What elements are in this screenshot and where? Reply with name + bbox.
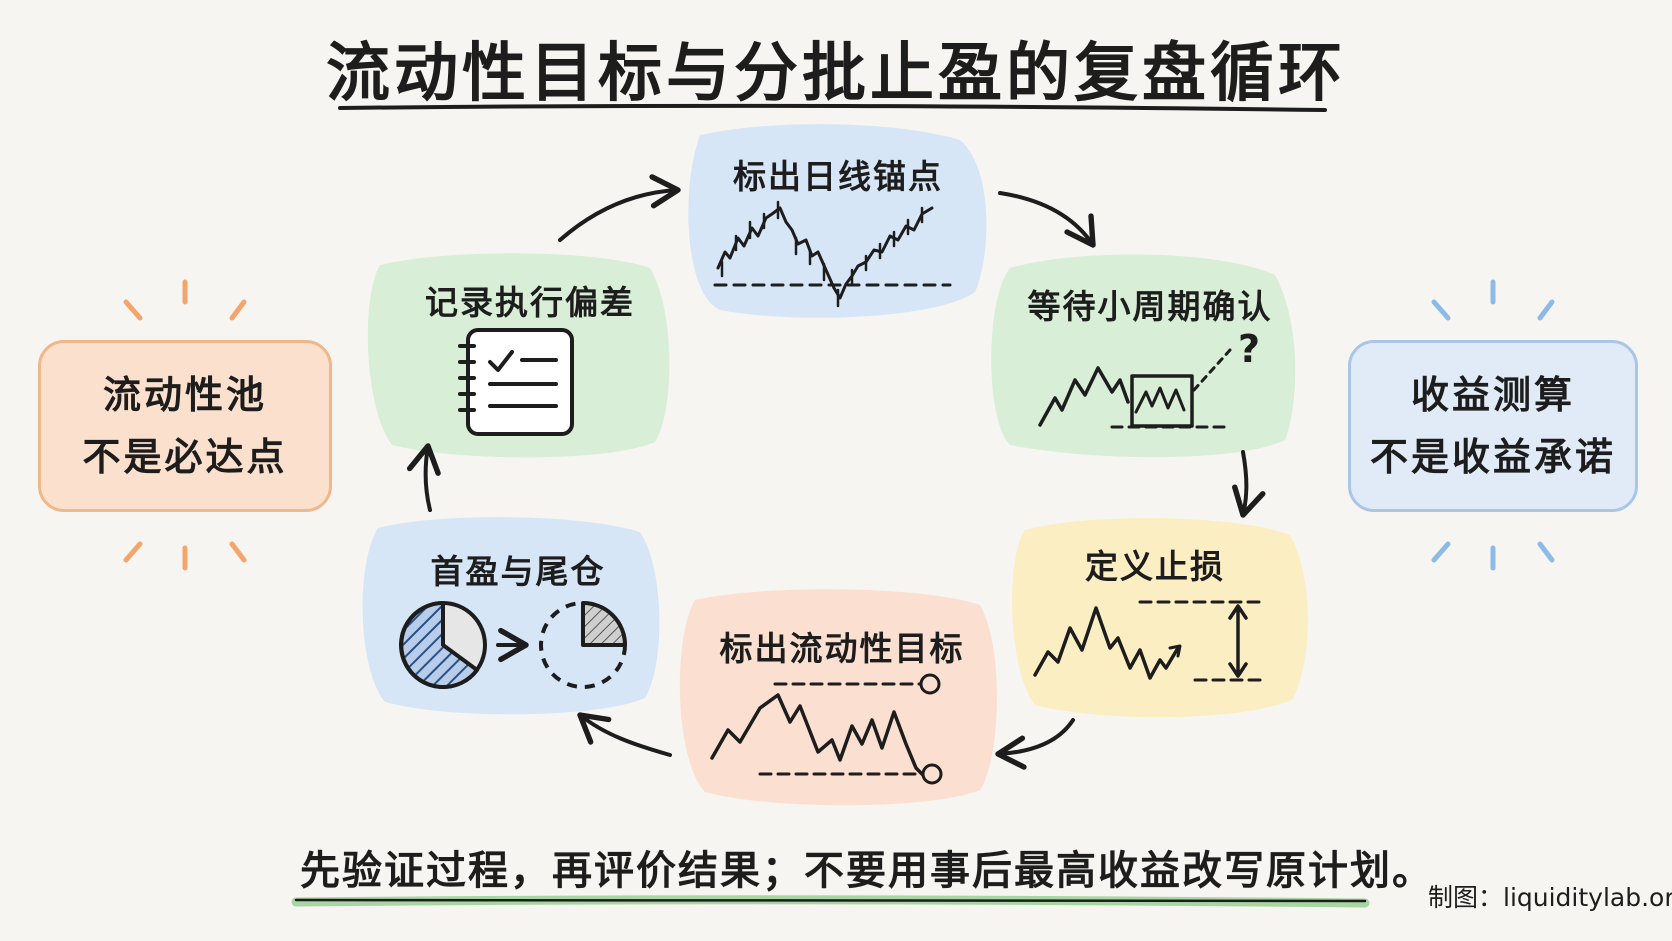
step-blob-anchor <box>688 124 987 318</box>
step-label-stoploss: 定义止损 <box>1085 547 1225 586</box>
arrow-stoploss-to-target <box>995 718 1075 770</box>
title-underline <box>338 103 1327 112</box>
daily-anchor-chart-icon <box>713 200 952 308</box>
tail-position-pie-icon <box>539 601 627 689</box>
footer-principle: 先验证过程，再评价结果；不要用事后最高收益改写原计划。 <box>300 848 1434 894</box>
liquidity-pool-note: 流动性池 不是必达点 <box>38 340 332 512</box>
question-mark: ? <box>1238 327 1260 371</box>
first-profit-pie-icon <box>399 601 487 689</box>
page-title: 流动性目标与分批止盈的复盘循环 <box>326 37 1346 111</box>
step-label-takeprofit: 首盈与尾仓 <box>430 552 606 591</box>
arrow-wait-to-stoploss <box>1232 450 1266 518</box>
arrow-record-to-anchor <box>558 174 681 242</box>
liquidity-pool-note-line-1: 流动性池 <box>102 373 267 417</box>
stop-loss-chart-icon <box>1033 600 1264 682</box>
left-note-rays <box>123 279 247 571</box>
arrow-anchor-to-wait <box>998 191 1096 248</box>
right-note-rays <box>1431 279 1555 571</box>
step-label-target: 标出流动性目标 <box>719 629 965 668</box>
execution-notebook-icon <box>458 328 574 436</box>
credit-line: 制图：liquiditylab.org <box>1428 883 1672 912</box>
step-label-wait: 等待小周期确认 <box>1027 287 1273 326</box>
step-label-anchor: 标出日线锚点 <box>733 157 943 196</box>
step-blob-target <box>679 589 997 806</box>
step-blob-wait <box>991 254 1296 458</box>
liquidity-target-chart-icon <box>710 673 943 785</box>
step-label-record: 记录执行偏差 <box>425 283 635 322</box>
return-estimate-note: 收益测算 不是收益承诺 <box>1348 340 1638 512</box>
lower-timeframe-confirmation-icon <box>1038 348 1232 429</box>
return-estimate-note-line-1: 收益测算 <box>1410 373 1575 417</box>
return-estimate-note-line-2: 不是收益承诺 <box>1369 435 1616 479</box>
arrow-takeprofit-to-record <box>406 443 441 512</box>
liquidity-pool-note-line-2: 不是必达点 <box>82 435 288 479</box>
arrow-target-to-takeprofit <box>577 712 672 757</box>
